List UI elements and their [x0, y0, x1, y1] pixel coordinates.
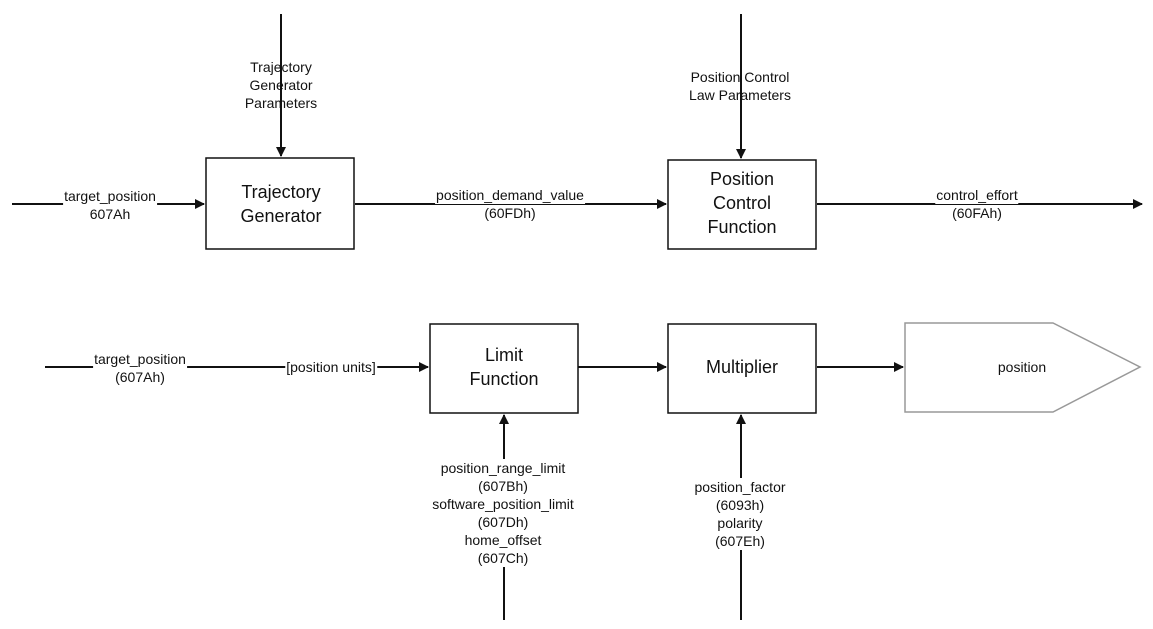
- position-control-params-label: Position Control Law Parameters: [689, 69, 791, 103]
- position-output-shape: [904, 322, 1142, 413]
- position-control-function-box: [667, 159, 817, 250]
- top-input-label: target_position 607Ah: [63, 187, 157, 222]
- position-control-title: Position Control Function: [707, 169, 777, 237]
- multiplier-inputs-label: position_factor (6093h) polarity (607Eh): [694, 478, 786, 550]
- limit-inputs-label: position_range_limit (607Bh) software_po…: [432, 459, 574, 567]
- output-label: control_effort (60FAh): [935, 186, 1019, 221]
- bottom-input-label: target_position (607Ah): [93, 350, 187, 385]
- trajectory-generator-title: Trajectory Generator: [240, 182, 322, 226]
- position-output-label: position: [997, 359, 1047, 375]
- limit-function-title: Limit Function: [469, 345, 539, 389]
- demand-label: position_demand_value (60FDh): [435, 186, 585, 221]
- trajectory-generator-box: [205, 157, 355, 250]
- limit-function-box: [429, 323, 579, 414]
- multiplier-title: Multiplier: [705, 357, 779, 377]
- trajectory-params-label: Trajectory Generator Parameters: [244, 59, 318, 111]
- multiplier-box: [667, 323, 817, 414]
- position-units-label: [position units]: [285, 358, 377, 376]
